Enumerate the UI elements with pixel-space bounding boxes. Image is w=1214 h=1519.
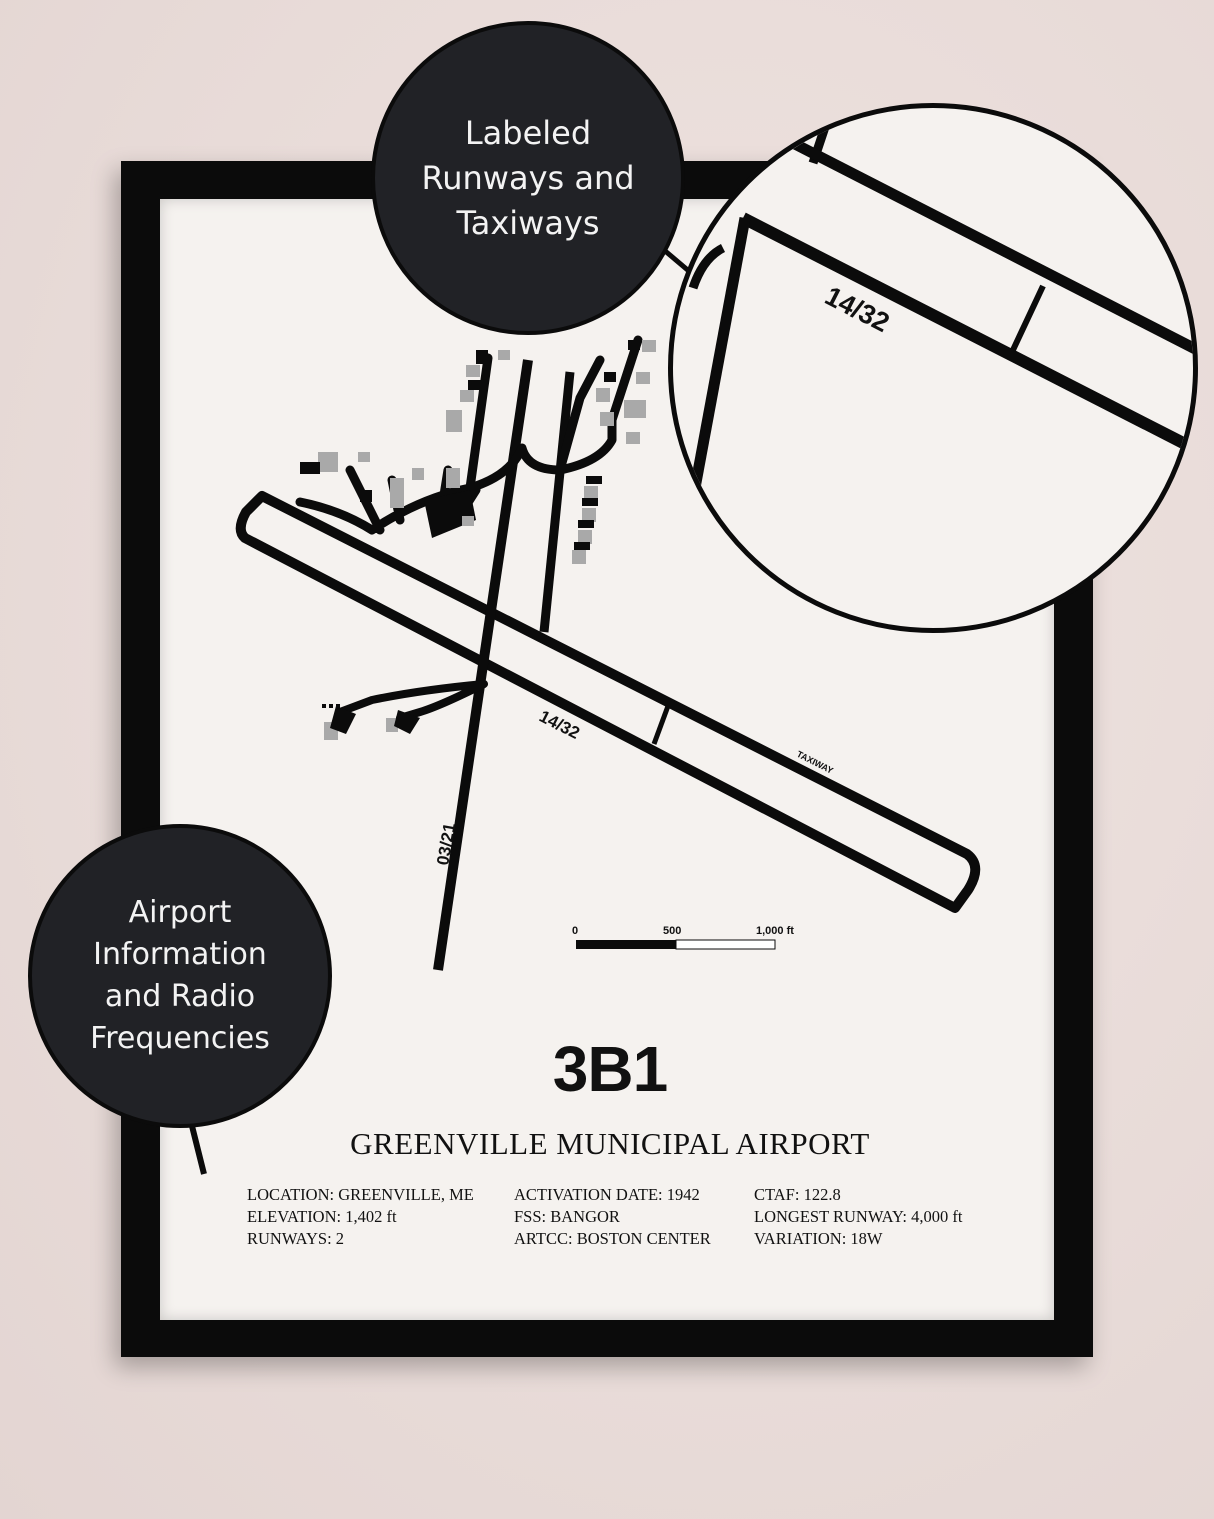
info-fss: FSS: BANGOR [514,1207,620,1226]
callout-left-line-3: and Radio [104,979,256,1014]
info-location: LOCATION: GREENVILLE, ME [247,1185,474,1204]
zoom-detail: 14/32 [688,116,1193,490]
callout-runways-taxiways: Labeled Runways and Taxiways [371,21,685,335]
callout-left-line-1: Airport [128,895,232,930]
callout-airport-info: Airport Information and Radio Frequencie… [28,824,332,1128]
callout-top-line-3: Taxiways [456,203,600,242]
zoom-magnifier: 14/32 [668,103,1198,633]
west-apron-2 [394,710,420,734]
info-column-3: CTAF: 122.8 LONGEST RUNWAY: 4,000 ft VAR… [754,1184,962,1250]
taxiway-connector [651,705,671,745]
callout-top-line-1: Labeled [464,113,592,152]
scale-mid-label: 500 [663,925,681,937]
info-activation-date: ACTIVATION DATE: 1942 [514,1185,700,1204]
info-variation: VARIATION: 18W [754,1229,883,1248]
callout-left-line-2: Information [93,937,267,972]
west-apron-1 [330,706,356,734]
info-column-1: LOCATION: GREENVILLE, ME ELEVATION: 1,40… [247,1184,474,1250]
runway-14-32 [235,491,981,913]
airport-code: 3B1 [552,1033,668,1105]
info-column-2: ACTIVATION DATE: 1942 FSS: BANGOR ARTCC:… [514,1184,711,1250]
hangars [318,340,656,740]
callout-top-line-2: Runways and [421,158,635,197]
apron-area [424,490,476,538]
callout-top-pointer [662,248,692,274]
scale-bar: 0 500 1,000 ft [572,925,794,950]
info-longest-runway: LONGEST RUNWAY: 4,000 ft [754,1207,963,1226]
hangars-dark [300,340,640,550]
info-artcc: ARTCC: BOSTON CENTER [514,1229,711,1248]
scale-end-label: 1,000 ft [756,925,794,937]
info-ctaf: CTAF: 122.8 [754,1185,841,1204]
info-runways: RUNWAYS: 2 [247,1229,345,1248]
west-taxiway [336,680,488,722]
taxiway-east [539,371,575,633]
scale-start-label: 0 [572,925,578,937]
info-elevation: ELEVATION: 1,402 ft [247,1207,397,1226]
callout-left-line-4: Frequencies [90,1021,270,1056]
airport-name: GREENVILLE MUNICIPAL AIRPORT [350,1126,870,1161]
